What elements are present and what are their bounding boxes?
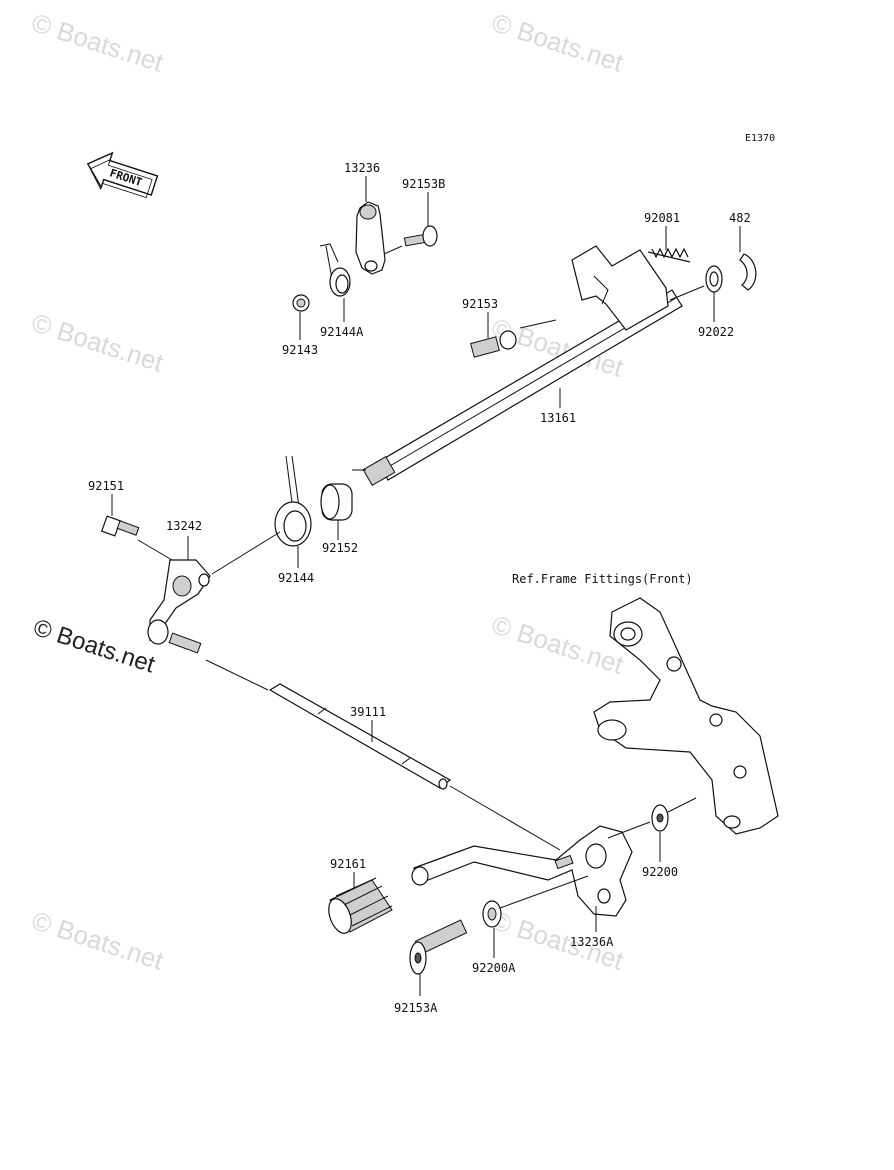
watermark-text: © Boats.net <box>488 7 628 78</box>
label-92152[interactable]: 92152 <box>322 541 358 555</box>
part-92144-spring-icon <box>274 455 312 547</box>
label-92153A[interactable]: 92153A <box>394 1001 438 1015</box>
watermark-text: © Boats.net <box>28 7 168 78</box>
reference-note: Ref.Frame Fittings(Front) <box>512 572 693 586</box>
part-labels: 13236 92153B 92081 482 92153 92022 92144… <box>88 161 751 1015</box>
diagram-code: E1370 <box>745 133 775 144</box>
label-13236A[interactable]: 13236A <box>570 935 614 949</box>
part-92022-washer-hole-icon <box>709 271 719 287</box>
label-13242[interactable]: 13242 <box>166 519 202 533</box>
part-92151-bolt-icon <box>100 515 140 537</box>
watermark-text: © Boats.net <box>488 609 628 680</box>
part-13236A-shift-pedal-icon <box>411 825 633 917</box>
part-frame-fitting-icon <box>593 597 779 835</box>
label-39111[interactable]: 39111 <box>350 705 386 719</box>
label-13236[interactable]: 13236 <box>344 161 380 175</box>
part-13161-shift-shaft-icon <box>362 245 683 486</box>
watermark-text: © Boats.net <box>28 905 168 976</box>
label-482[interactable]: 482 <box>729 211 751 225</box>
label-13161[interactable]: 13161 <box>540 411 576 425</box>
label-92153B[interactable]: 92153B <box>402 177 445 191</box>
watermark-main: © Boats.net <box>30 614 158 679</box>
part-92152-collar-icon <box>320 483 353 521</box>
label-92144[interactable]: 92144 <box>278 571 314 585</box>
label-92153[interactable]: 92153 <box>462 297 498 311</box>
label-92200A[interactable]: 92200A <box>472 961 516 975</box>
part-92153A-bolt-icon <box>409 919 468 975</box>
part-92200A-washer-hole-icon <box>487 907 497 921</box>
part-92081-spring-icon <box>647 247 691 263</box>
part-482-circlip-icon <box>739 253 757 291</box>
part-13242-lever-icon <box>147 559 211 654</box>
part-92200-washer-hole-icon <box>656 813 664 823</box>
label-92151[interactable]: 92151 <box>88 479 124 493</box>
part-39111-rod-icon <box>268 683 452 790</box>
label-92161[interactable]: 92161 <box>330 857 366 871</box>
part-92161-rubber-icon <box>328 877 393 934</box>
label-92081[interactable]: 92081 <box>644 211 680 225</box>
label-92143[interactable]: 92143 <box>282 343 318 357</box>
leader-lines <box>111 176 741 996</box>
part-13236-arm-icon <box>355 201 386 275</box>
part-92153B-bolt-icon <box>403 225 438 247</box>
part-92144A-spring-icon <box>319 243 351 297</box>
part-92143-collar-bore-icon <box>296 298 306 308</box>
label-92022[interactable]: 92022 <box>698 325 734 339</box>
front-arrow-icon: FRONT <box>86 151 159 199</box>
label-92200[interactable]: 92200 <box>642 865 678 879</box>
label-92144A[interactable]: 92144A <box>320 325 364 339</box>
part-92153-bolt-icon <box>470 330 517 358</box>
watermark-text: © Boats.net <box>28 307 168 378</box>
